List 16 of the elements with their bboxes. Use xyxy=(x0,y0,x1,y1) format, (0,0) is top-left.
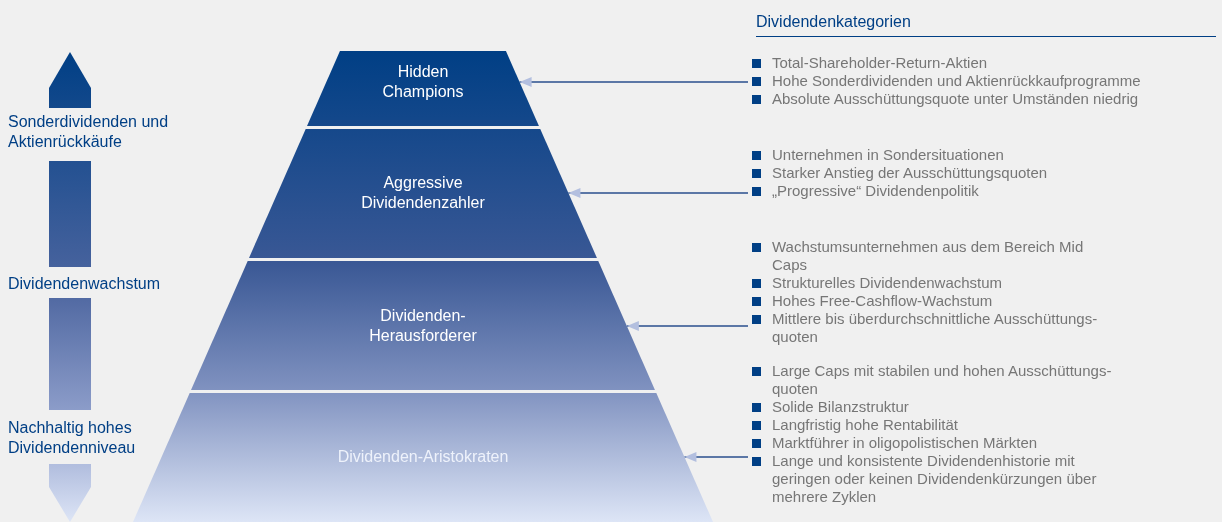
scale-label: Dividendenwachstum xyxy=(8,274,162,294)
pyramid-tier xyxy=(133,393,713,522)
scale-label: Sonderdividenden und Aktienrückkäufe xyxy=(8,112,170,152)
pyramid-tier xyxy=(307,51,539,126)
pyramid-tier xyxy=(191,261,655,390)
tier-label: Hidden Champions xyxy=(381,62,465,102)
arrow xyxy=(518,77,749,87)
arrow xyxy=(683,452,749,462)
section-heading: Dividendenkategorien xyxy=(756,12,912,32)
tier-label: Dividenden-Aristokraten xyxy=(336,447,510,467)
scale-label: Nachhaltig hohes Dividendenniveau xyxy=(8,418,137,458)
pyramid-tier xyxy=(249,129,597,258)
tier-label: Aggressive Dividendenzahler xyxy=(360,173,486,213)
arrow xyxy=(567,188,749,198)
arrow xyxy=(626,321,749,331)
tier-label: Dividenden-Herausforderer xyxy=(368,306,478,346)
